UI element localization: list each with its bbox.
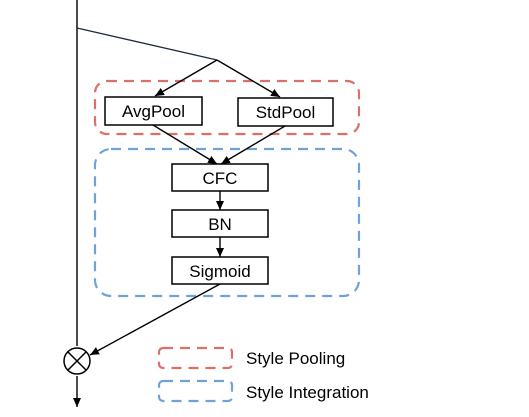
- split-to-stdpool-arrow: [216, 59, 281, 98]
- bn-label: BN: [208, 215, 232, 234]
- legend: Style Pooling Style Integration: [157, 346, 369, 403]
- legend-item-style-integration: Style Integration: [157, 379, 369, 403]
- avgpool-node: AvgPool: [104, 96, 203, 126]
- stdpool-to-cfc-arrow: [220, 125, 286, 165]
- legend-label-style-integration: Style Integration: [246, 383, 369, 402]
- sigmoid-label: Sigmoid: [189, 262, 250, 281]
- style-integration-group-frame: [93, 147, 361, 298]
- cfc-node: CFC: [171, 163, 269, 192]
- multiply-operator-icon: [63, 347, 91, 375]
- avgpool-to-cfc-arrow: [152, 124, 218, 165]
- avgpool-label: AvgPool: [122, 102, 185, 121]
- stdpool-node: StdPool: [237, 97, 334, 127]
- stdpool-label: StdPool: [256, 103, 316, 122]
- legend-swatch-style-integration: [157, 379, 234, 403]
- cfc-label: CFC: [203, 169, 238, 188]
- legend-item-style-pooling: Style Pooling: [157, 346, 345, 370]
- legend-label-style-pooling: Style Pooling: [246, 349, 345, 368]
- split-to-avgpool-arrow: [154, 59, 218, 97]
- sigmoid-to-multiply-arrow: [89, 283, 221, 356]
- sigmoid-node: Sigmoid: [171, 256, 269, 285]
- style-pooling-group-frame: [93, 79, 361, 136]
- branch-line: [76, 27, 218, 61]
- bn-node: BN: [171, 209, 269, 238]
- legend-swatch-style-pooling: [157, 346, 234, 370]
